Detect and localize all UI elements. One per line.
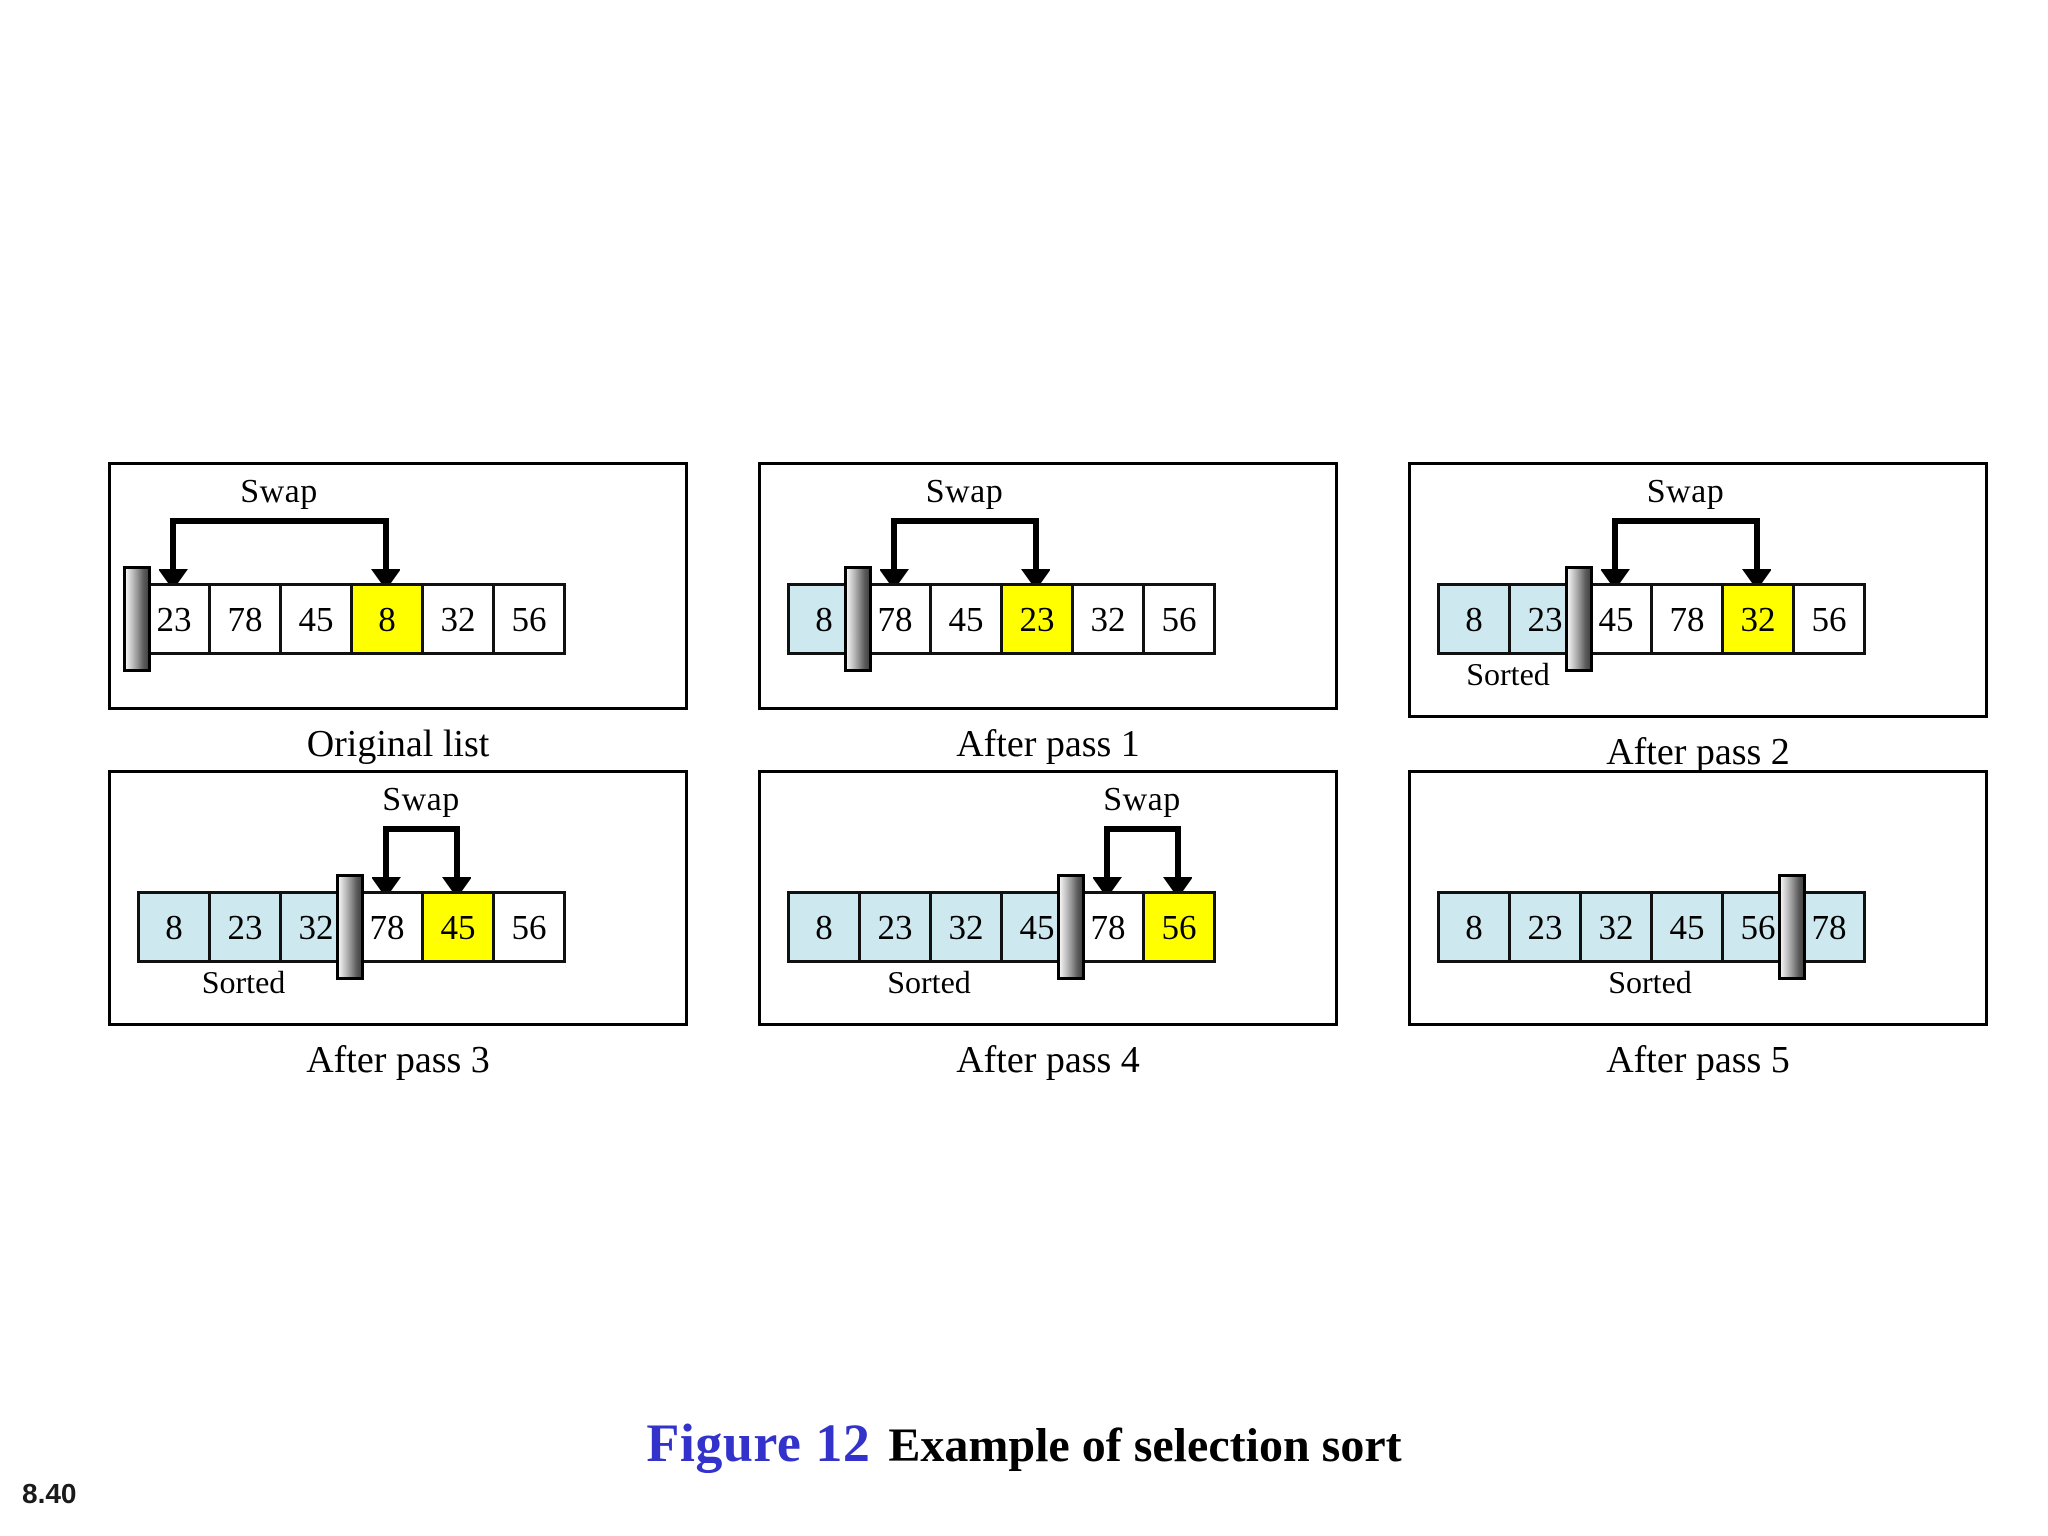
swap-bracket-arrow-icon: [371, 825, 471, 899]
array-cell: 56: [492, 583, 566, 655]
panel-caption: After pass 5: [1606, 1039, 1790, 1081]
sorted-boundary-wall-icon: [1565, 566, 1593, 672]
swap-bracket-arrow-icon: [879, 517, 1050, 591]
swap-indicator: Swap: [879, 473, 1050, 591]
sorted-boundary-wall-icon: [336, 874, 364, 980]
array-cell: 45: [421, 891, 495, 963]
array-cell: 56: [1142, 583, 1216, 655]
swap-indicator: Swap: [371, 781, 471, 899]
array-cell: 8: [1437, 583, 1511, 655]
panel-caption: After pass 3: [306, 1039, 490, 1081]
swap-label: Swap: [240, 473, 318, 510]
swap-bracket-arrow-icon: [158, 517, 400, 591]
figure-number: Figure 12: [646, 1413, 871, 1473]
sorted-region-label: Sorted: [201, 964, 286, 1000]
swap-indicator: Swap: [158, 473, 400, 591]
array-cell: 32: [1721, 583, 1795, 655]
sorted-boundary-wall-icon: [1057, 874, 1085, 980]
array-cell: 78: [1650, 583, 1724, 655]
array-cell: 8: [137, 891, 211, 963]
sorted-region-label: Sorted: [1608, 964, 1692, 1000]
sorted-region-label: Sorted: [1466, 656, 1550, 692]
panel-caption: After pass 4: [956, 1039, 1140, 1081]
array-cell: 32: [929, 891, 1003, 963]
array-cell: 23: [1508, 891, 1582, 963]
array-cell: 23: [208, 891, 282, 963]
sorted-boundary-wall-icon: [123, 566, 151, 672]
array-cell: 32: [421, 583, 495, 655]
swap-label: Swap: [382, 781, 460, 818]
array-cell: 8: [787, 891, 861, 963]
figure-title: Example of selection sort: [888, 1419, 1402, 1472]
array-cell: 32: [1579, 891, 1653, 963]
swap-label: Swap: [1646, 473, 1725, 510]
sorted-boundary-wall-icon: [844, 566, 872, 672]
swap-indicator: Swap: [1600, 473, 1771, 591]
panel-caption: After pass 2: [1606, 731, 1790, 773]
array-cell: 45: [929, 583, 1003, 655]
swap-label: Swap: [925, 473, 1004, 510]
array-cell: 78: [208, 583, 282, 655]
array-cell: 23: [858, 891, 932, 963]
sorted-region-label: Sorted: [887, 964, 971, 1000]
array-cell: 8: [1437, 891, 1511, 963]
array-cell: 56: [492, 891, 566, 963]
array-cell: 32: [1071, 583, 1145, 655]
figure-caption: Figure 12 Example of selection sort: [0, 1412, 2048, 1474]
array-cell: 56: [1792, 583, 1866, 655]
swap-indicator: Swap: [1092, 781, 1192, 899]
array-cell: 8: [350, 583, 424, 655]
swap-label: Swap: [1103, 781, 1181, 818]
swap-bracket-arrow-icon: [1092, 825, 1192, 899]
swap-bracket-arrow-icon: [1600, 517, 1771, 591]
panel-caption: Original list: [306, 723, 490, 765]
sorted-boundary-wall-icon: [1778, 874, 1806, 980]
array-cell: 56: [1142, 891, 1216, 963]
panel-caption: After pass 1: [956, 723, 1140, 765]
array-cell: 45: [1650, 891, 1724, 963]
array-cell: 45: [279, 583, 353, 655]
slide-number: 8.40: [22, 1478, 77, 1509]
array-cell: 23: [1000, 583, 1074, 655]
